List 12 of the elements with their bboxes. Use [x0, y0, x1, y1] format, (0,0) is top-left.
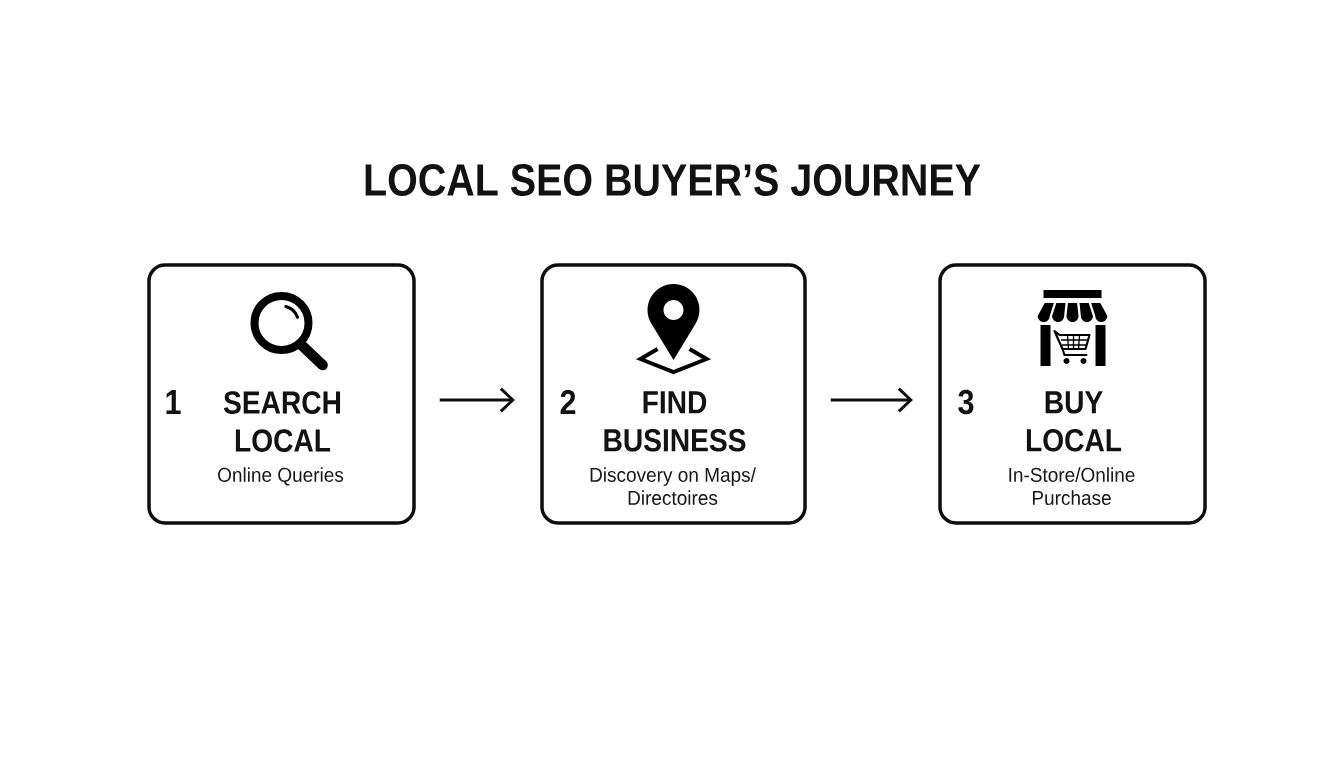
step-description: In-Store/Online Purchase [1009, 467, 1135, 505]
arrow [830, 387, 913, 413]
step-description: Online Queries [218, 467, 344, 486]
arrow [439, 387, 515, 413]
step-title: SEARCH LOCAL [223, 391, 341, 452]
step-title: BUY LOCAL [1026, 391, 1122, 452]
step-title: FIND BUSINESS [604, 391, 746, 452]
step-number: 1 [166, 390, 181, 414]
title: LOCAL SEO BUYER’S JOURNEY [365, 163, 981, 197]
step-number: 2 [560, 389, 576, 415]
step-number: 3 [958, 389, 974, 415]
step-description: Discovery on Maps/ Directoires [590, 467, 756, 505]
